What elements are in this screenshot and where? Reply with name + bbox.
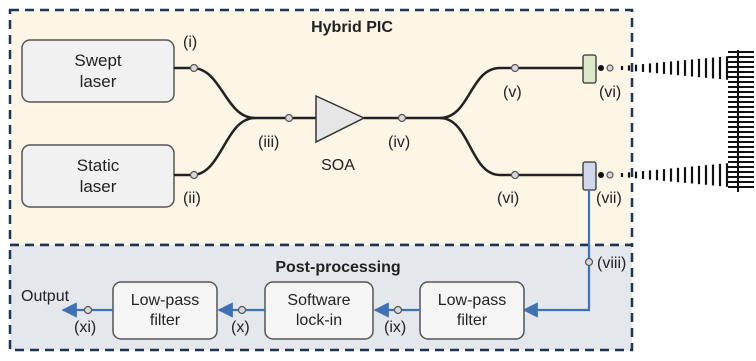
waveguide-split-bottom [439,116,585,177]
free-space-beam-bottom [620,163,729,187]
lockin-label: Software lock-in [287,291,351,329]
post-title: Post-processing [275,259,400,276]
free-space-beam-top [620,56,729,80]
label-viii: (viii) [597,255,626,272]
probe-ix [393,305,403,315]
probe-v [510,63,520,73]
probe-x [237,305,247,315]
soa-amplifier [315,94,366,144]
static-laser-label: Static laser [76,155,120,196]
probe-xi [83,305,93,315]
coupler-top [582,54,597,84]
label-xi: (xi) [74,319,96,336]
label-x: (x) [231,319,250,336]
probe-iii [284,113,294,123]
probe-i [189,63,199,73]
label-vii: (vii) [596,190,622,207]
label-vi-top: (vi) [599,84,621,101]
target-reflector [728,50,754,192]
swept-laser-label: Swept laser [74,50,122,91]
probe-vi-bottom [510,170,520,180]
probe-viii [584,257,594,267]
lpf-right-label: Low-pass filter [437,291,507,329]
swept-laser-box [21,39,175,103]
emitter-bottom [598,172,604,178]
probe-iv [397,113,407,123]
probe-ii [189,170,199,180]
probe-vi-top [606,64,614,72]
label-ix: (ix) [384,319,406,336]
probe-vii [606,171,614,179]
pic-title: Hybrid PIC [311,19,393,36]
label-v: (v) [503,84,522,101]
label-iii: (iii) [258,134,279,151]
coupler-bottom [582,161,597,191]
label-iv: (iv) [388,134,410,151]
label-ii: (ii) [183,190,201,207]
emitter-top [598,65,604,71]
signal-line [522,190,591,318]
waveguide-split-top [439,66,585,120]
label-vi-bottom: (vi) [497,190,519,207]
label-i: (i) [183,34,197,51]
output-label: Output [21,288,70,305]
soa-label: SOA [321,157,355,174]
lpf-left-label: Low-pass filter [130,291,200,329]
